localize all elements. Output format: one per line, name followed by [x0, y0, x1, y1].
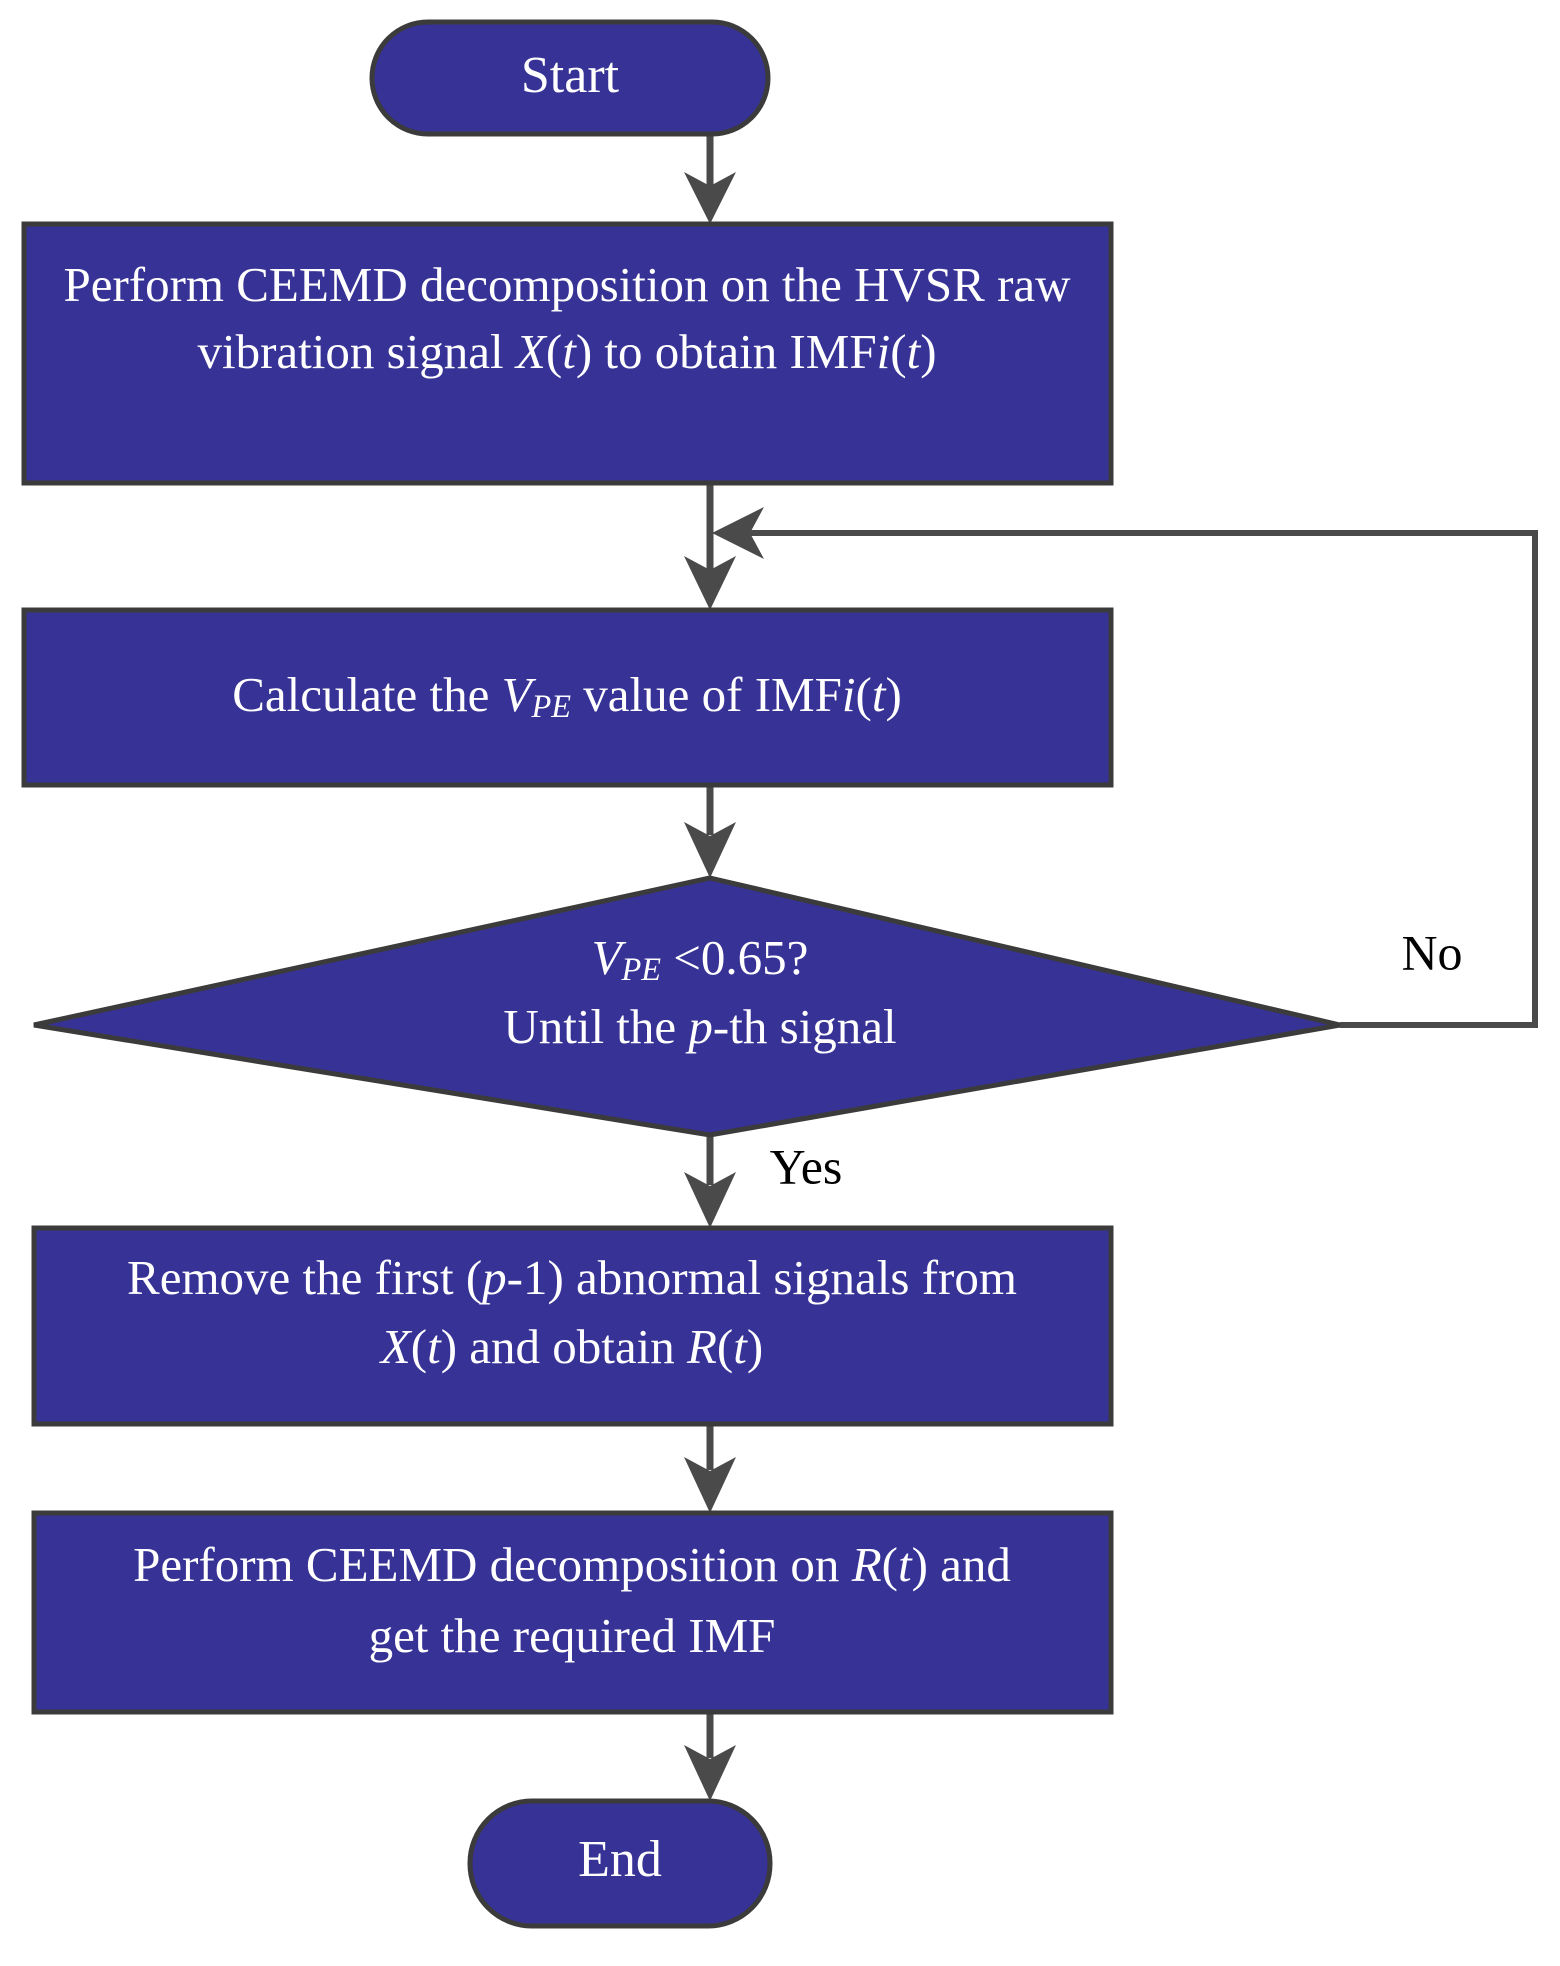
connector-ceemdraw-to-calc: [684, 483, 736, 610]
node-ceemd-raw[interactable]: Perform CEEMD decomposition on the HVSR …: [21, 221, 1114, 486]
decision-vpe-line2: Until the p-th signal: [503, 999, 896, 1054]
connector-start-to-ceemd-raw: [684, 134, 736, 224]
connectors-group: [684, 134, 1538, 1801]
node-decision-vpe[interactable]: VPE <0.65? Until the p-th signal: [33, 875, 1341, 1138]
connector-loopback-no: [712, 507, 1538, 1028]
ceemd-raw-shape: [21, 221, 1114, 486]
ceemd-residual-line2: get the required IMF: [369, 1608, 776, 1663]
calc-vpe-line1: Calculate the VPE value of IMFi(t): [232, 667, 902, 724]
end-label: End: [578, 1831, 662, 1888]
node-remove-abnormal[interactable]: Remove the first (p-1) abnormal signals …: [31, 1225, 1114, 1427]
ceemd-raw-line1: Perform CEEMD decomposition on the HVSR …: [63, 257, 1071, 312]
end-shape: [467, 1798, 773, 1929]
connector-decision-to-remove: [684, 1135, 736, 1228]
decision-vpe-line1: VPE <0.65?: [592, 930, 809, 987]
ceemd-residual-shape: [31, 1510, 1114, 1715]
remove-abnormal-line1: Remove the first (p-1) abnormal signals …: [127, 1250, 1017, 1305]
connector-calc-to-decision: [684, 785, 736, 878]
node-ceemd-residual[interactable]: Perform CEEMD decomposition on R(t) and …: [31, 1510, 1114, 1715]
node-start[interactable]: Start: [369, 19, 771, 137]
ceemd-raw-line2: vibration signal X(t) to obtain IMFi(t): [197, 324, 936, 379]
ceemd-residual-line1: Perform CEEMD decomposition on R(t) and: [133, 1537, 1011, 1592]
connector-ceemdresidual-to-end: [684, 1712, 736, 1801]
edge-label-yes: Yes: [770, 1138, 843, 1194]
calc-vpe-shape: [21, 607, 1114, 788]
remove-abnormal-line2: X(t) and obtain R(t): [379, 1319, 763, 1374]
start-label: Start: [521, 47, 620, 104]
connector-remove-to-ceemdresidual: [684, 1424, 736, 1513]
edge-label-no: No: [1401, 924, 1462, 980]
remove-abnormal-shape: [31, 1225, 1114, 1427]
decision-vpe-shape: [33, 875, 1341, 1138]
node-end[interactable]: End: [467, 1798, 773, 1929]
node-calc-vpe[interactable]: Calculate the VPE value of IMFi(t): [21, 607, 1114, 788]
start-shape: [369, 19, 771, 137]
